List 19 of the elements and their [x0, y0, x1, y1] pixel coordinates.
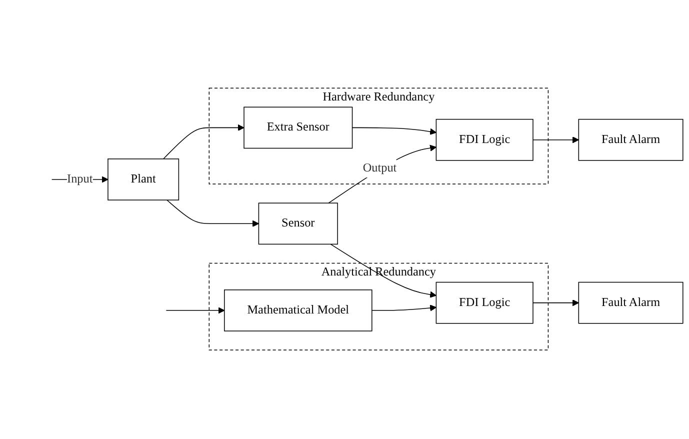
edge-label: Output [362, 162, 397, 175]
node-box: Plant [108, 158, 180, 201]
arrow [352, 128, 436, 136]
arrow [166, 200, 260, 228]
arrow [372, 305, 436, 312]
node-box: Fault Alarm [578, 119, 684, 162]
node-box: Fault Alarm [578, 282, 684, 324]
node-box: FDI Logic [436, 119, 534, 162]
node-box: Sensor [258, 203, 338, 245]
node-box: Extra Sensor [244, 107, 353, 150]
arrow [330, 244, 436, 298]
node-box: FDI Logic [436, 282, 534, 324]
arrow [328, 145, 436, 204]
arrow [166, 308, 225, 314]
arrow [163, 124, 244, 160]
arrow [532, 136, 579, 144]
node-box: Mathematical Model [224, 290, 372, 332]
arrow [532, 300, 579, 307]
edge-label: Input [67, 173, 93, 186]
